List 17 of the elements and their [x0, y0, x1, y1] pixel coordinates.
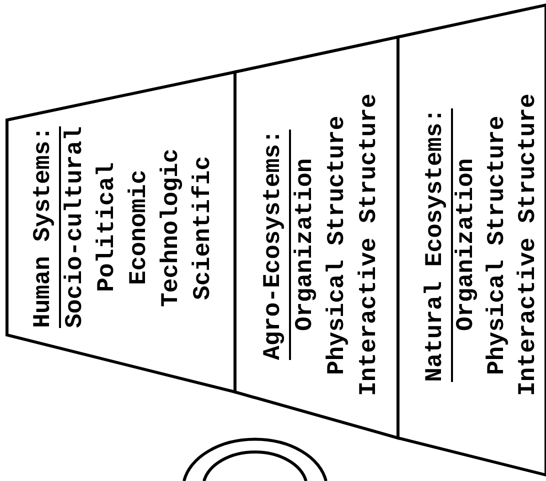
list-item: Organization: [291, 158, 320, 332]
list-item: Political: [93, 162, 122, 292]
section-heading: Human Systems:: [29, 126, 58, 328]
trapezoid-section: [7, 72, 235, 392]
trapezoid-section: [398, 5, 546, 475]
list-item: Physical Structure: [483, 115, 512, 375]
list-item: Interactive Structure: [355, 94, 384, 396]
list-item: Technologic: [157, 148, 186, 307]
section-heading: Agro-Ecosystems:: [259, 130, 288, 360]
list-item: Economic: [125, 170, 154, 286]
section-heading: Natural Ecosystems:: [421, 108, 450, 382]
trapezoid-section: [235, 37, 398, 438]
list-item: Physical Structure: [323, 115, 352, 375]
list-item: Interactive Structure: [514, 94, 543, 396]
list-item: Socio-cultural: [61, 126, 90, 328]
list-item: Organization: [452, 158, 481, 332]
list-item: Scientific: [189, 155, 218, 300]
